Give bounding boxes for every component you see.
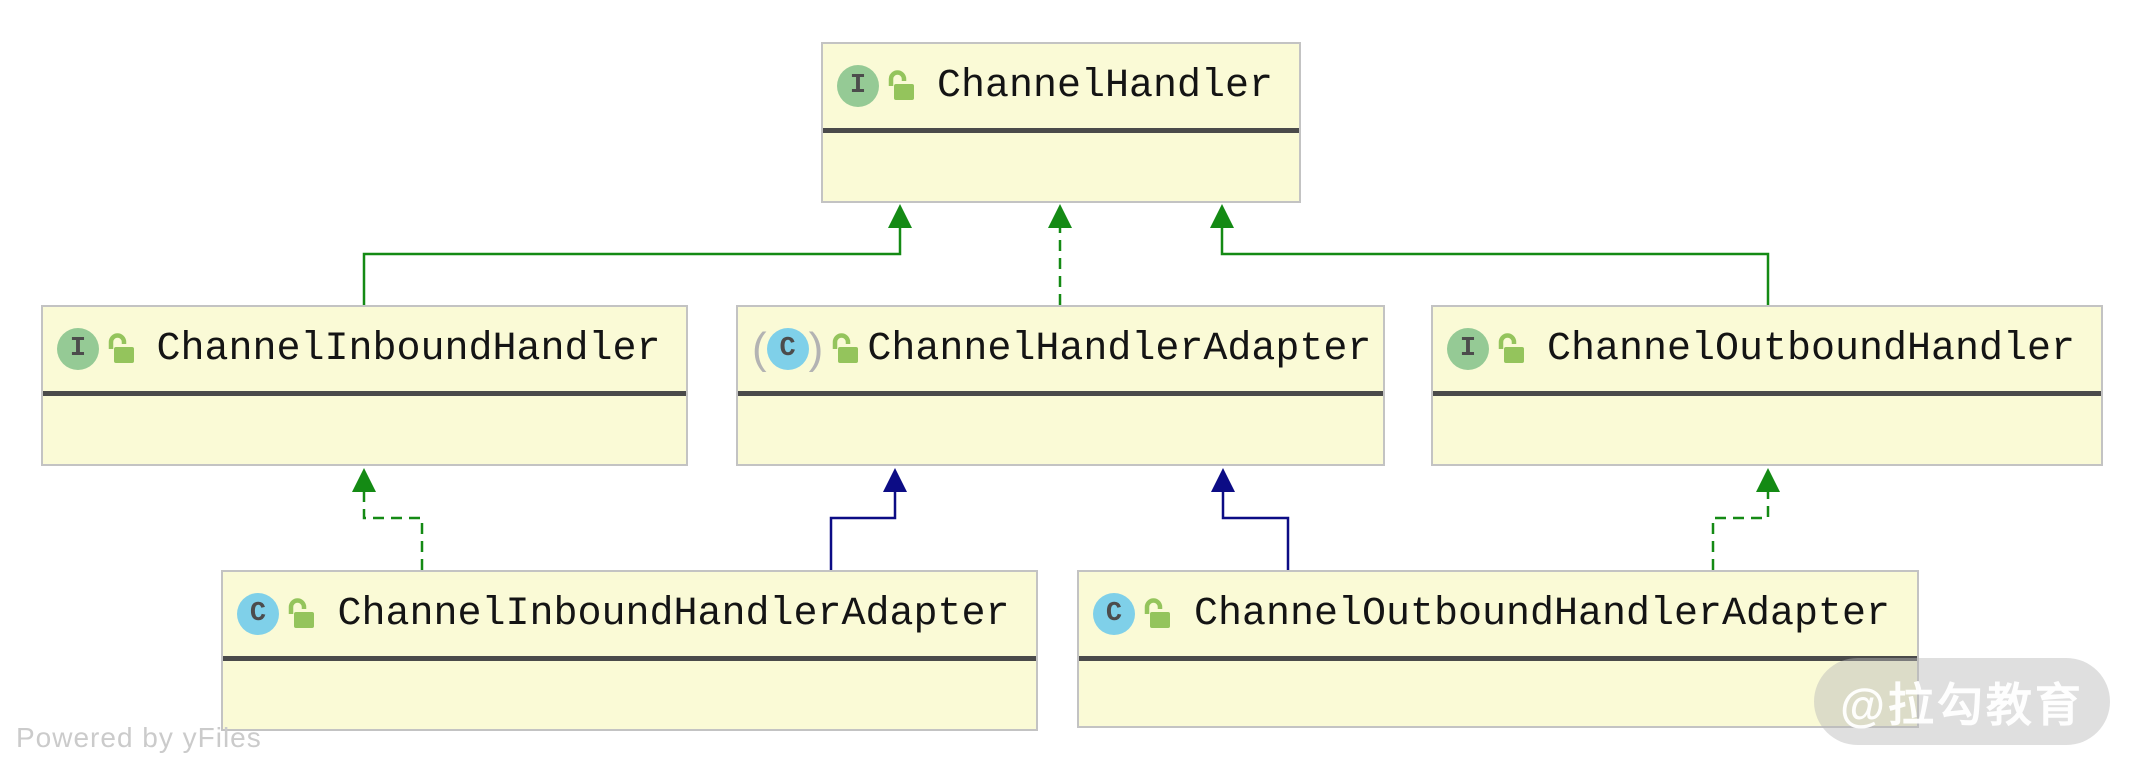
edge-arrowhead (352, 468, 376, 492)
members-compartment (43, 396, 686, 464)
edge-channel-outbound-handler-adapter-to-channel-handler-adapter (1221, 492, 1290, 570)
class-name-label: ChannelOutboundHandler (1546, 326, 2076, 372)
compartment-separator (823, 128, 1299, 133)
class-node-channel-handler[interactable]: I ChannelHandler (821, 42, 1301, 203)
edge-channel-inbound-handler-adapter-to-channel-handler-adapter (829, 492, 897, 570)
members-compartment (223, 661, 1036, 729)
public-visibility-lock-icon (1496, 332, 1526, 366)
compartment-separator (1433, 391, 2101, 396)
compartment-separator (43, 391, 686, 396)
members-compartment (738, 396, 1383, 464)
class-node-channel-outbound-handler[interactable]: I ChannelOutboundHandler (1431, 305, 2103, 466)
class-name-label: ChannelInboundHandler (156, 326, 661, 372)
class-node-channel-handler-adapter[interactable]: C ChannelHandlerAdapter (736, 305, 1385, 466)
yfiles-watermark: Powered by yFiles (16, 722, 262, 753)
public-visibility-lock-icon (886, 69, 916, 103)
edge-arrowhead (1211, 468, 1235, 492)
brand-watermark-pill: @拉勾教育 (1814, 658, 2110, 745)
edge-arrowhead (1756, 468, 1780, 492)
node-title: I ChannelOutboundHandler (1433, 307, 2101, 391)
class-name-label: ChannelInboundHandlerAdapter (337, 591, 1010, 637)
abstract-class-icon: C (752, 328, 823, 370)
class-icon: C (237, 593, 279, 635)
edge-arrowhead (888, 204, 912, 228)
edge-arrowhead (883, 468, 907, 492)
compartment-separator (1079, 656, 1917, 661)
edge-channel-inbound-handler-to-channel-handler (362, 228, 902, 305)
public-visibility-lock-icon (830, 332, 860, 366)
public-visibility-lock-icon (286, 597, 316, 631)
public-visibility-lock-icon (106, 332, 136, 366)
compartment-separator (223, 656, 1036, 661)
edge-arrowhead (1048, 204, 1072, 228)
interface-icon: I (1447, 328, 1489, 370)
class-node-channel-inbound-handler[interactable]: I ChannelInboundHandler (41, 305, 688, 466)
members-compartment (1079, 661, 1917, 726)
node-title: I ChannelHandler (823, 44, 1299, 128)
node-title: C ChannelInboundHandlerAdapter (223, 572, 1036, 656)
brand-watermark-text: @拉勾教育 (1840, 678, 2084, 731)
edge-channel-outbound-handler-to-channel-handler (1220, 228, 1770, 305)
interface-icon: I (837, 65, 879, 107)
class-name-label: ChannelOutboundHandlerAdapter (1193, 591, 1891, 637)
edge-channel-outbound-handler-adapter-to-channel-outbound-handler (1711, 492, 1770, 570)
public-visibility-lock-icon (1142, 597, 1172, 631)
class-name-label: ChannelHandlerAdapter (867, 326, 1372, 372)
class-name-label: ChannelHandler (936, 63, 1274, 109)
edge-arrowhead (1210, 204, 1234, 228)
node-title: C ChannelOutboundHandlerAdapter (1079, 572, 1917, 656)
members-compartment (823, 133, 1299, 201)
class-node-channel-outbound-handler-adapter[interactable]: C ChannelOutboundHandlerAdapter (1077, 570, 1919, 728)
class-icon: C (1093, 593, 1135, 635)
compartment-separator (738, 391, 1383, 396)
edge-channel-inbound-handler-adapter-to-channel-inbound-handler (362, 492, 424, 570)
node-title: I ChannelInboundHandler (43, 307, 686, 391)
class-node-channel-inbound-handler-adapter[interactable]: C ChannelInboundHandlerAdapter (221, 570, 1038, 731)
members-compartment (1433, 396, 2101, 464)
interface-icon: I (57, 328, 99, 370)
node-title: C ChannelHandlerAdapter (738, 307, 1383, 391)
